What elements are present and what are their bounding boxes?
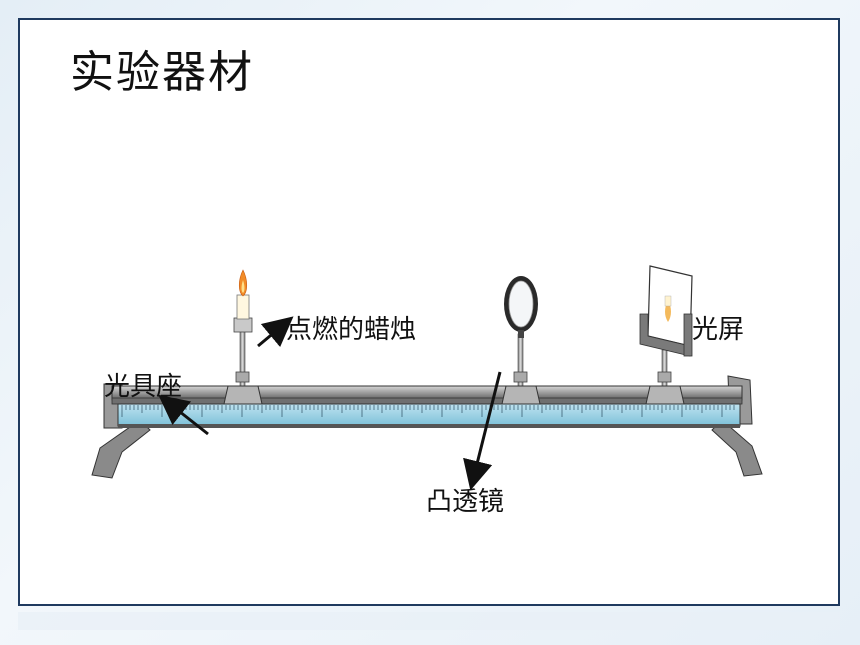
candle xyxy=(236,269,250,320)
bench-arrow xyxy=(158,394,209,436)
lens-label: 凸透镜 xyxy=(426,487,505,517)
candle-label: 点燃的蜡烛 xyxy=(286,315,417,345)
screen-holder xyxy=(645,349,685,405)
convex-lens xyxy=(504,276,538,338)
lens-holder xyxy=(501,333,541,405)
slide-title: 实验器材 xyxy=(70,47,254,98)
light-screen xyxy=(639,265,693,357)
bottom-strip xyxy=(18,612,840,630)
bench-scale xyxy=(117,403,741,428)
candle-arrow xyxy=(257,316,294,348)
lens-arrow xyxy=(463,371,502,491)
slide-frame: 实验器材 xyxy=(18,18,840,606)
bench-label: 光具座 xyxy=(104,372,183,402)
screen-label: 光屏 xyxy=(692,315,745,345)
candle-holder xyxy=(223,317,263,405)
